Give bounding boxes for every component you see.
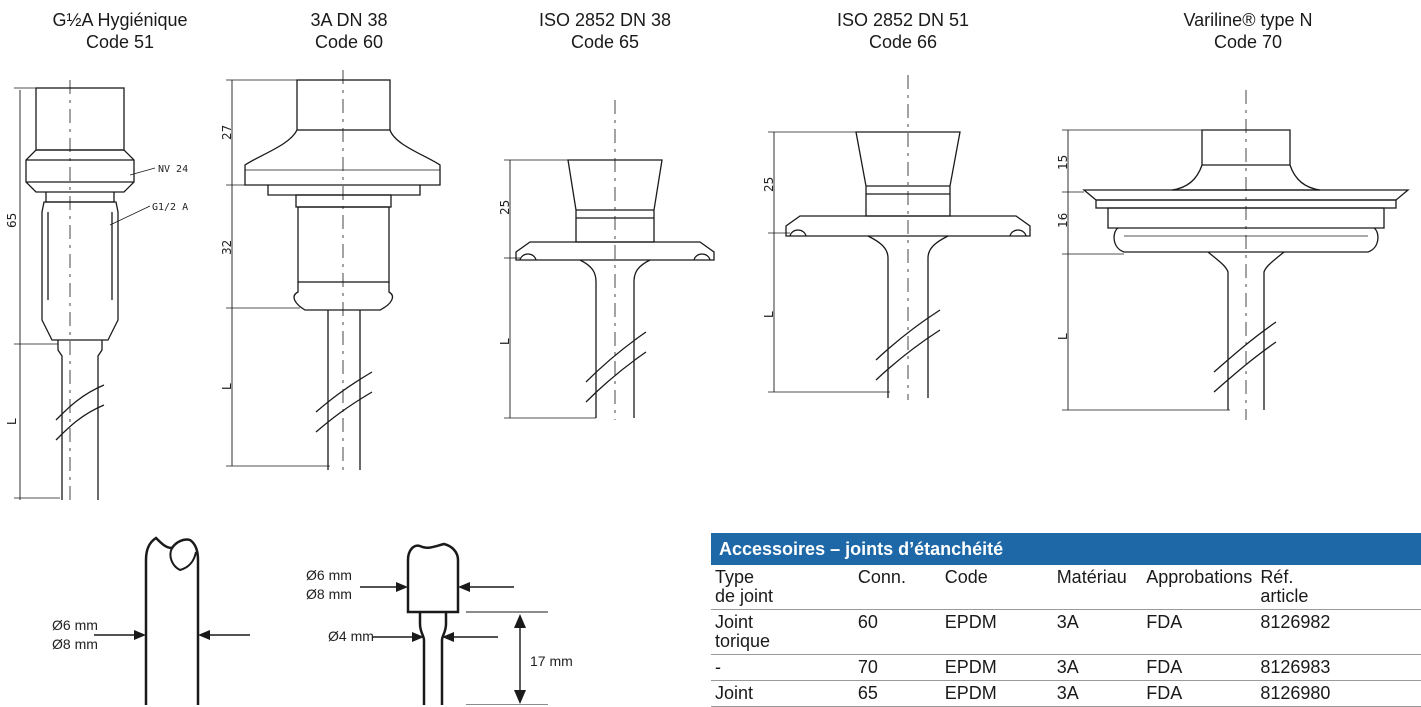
title-line2: Code 70	[1213, 32, 1283, 52]
col-header: Approbations	[1146, 567, 1253, 587]
cell-material: 3A	[1056, 657, 1079, 677]
label-g12a: G1/2 A	[152, 202, 188, 213]
table-row: Joint torique 60 EPDM 3A FDA 8126982	[711, 610, 1421, 655]
title-line1: G½A Hygiénique	[52, 10, 188, 30]
title-line1: Variline® type N	[1183, 10, 1313, 30]
dim-25: 25	[762, 177, 776, 192]
title-line2: Code 51	[85, 32, 155, 52]
title-line2: Code 65	[570, 32, 640, 52]
title-code-66: ISO 2852 DN 51 Code 66	[818, 9, 988, 53]
drawing-code-70	[1062, 90, 1410, 420]
title-code-70: Variline® type N Code 70	[1158, 9, 1338, 53]
tip1-arrows	[94, 630, 250, 640]
cell-code: EPDM	[944, 657, 997, 677]
dim-32: 32	[220, 240, 234, 255]
title-line1: 3A DN 38	[310, 10, 388, 30]
cell-approvals: FDA	[1146, 683, 1183, 703]
cell-type: Joint torique	[715, 612, 771, 651]
cell-ref: 8126983	[1260, 657, 1331, 677]
table-header-row: Type de joint Conn. Code Matériau Approb…	[711, 565, 1421, 610]
tip2-length: 17 mm	[530, 653, 573, 669]
drawing-code-65	[504, 100, 715, 420]
cell-conn: 70	[857, 657, 878, 677]
cell-material: 3A	[1056, 683, 1079, 703]
cell-type: -	[715, 657, 721, 677]
col-header: Réf. article	[1260, 567, 1309, 606]
cell-code: EPDM	[944, 612, 997, 632]
sensor-tip-straight	[144, 536, 200, 705]
cell-approvals: FDA	[1146, 612, 1183, 632]
title-line1: ISO 2852 DN 38	[538, 10, 672, 30]
title-line2: Code 60	[314, 32, 384, 52]
drawing-code-51	[14, 80, 156, 500]
label-nv24: NV 24	[158, 164, 188, 175]
cell-ref: 8126982	[1260, 612, 1331, 632]
dim-65: 65	[5, 213, 19, 228]
table-row: Joint 65 EPDM 3A FDA 8126980	[711, 681, 1421, 707]
title-code-65: ISO 2852 DN 38 Code 65	[520, 9, 690, 53]
dim-L: L	[220, 383, 234, 390]
col-header: Code	[944, 567, 988, 587]
col-header: Matériau	[1056, 567, 1127, 587]
dim-27: 27	[220, 125, 234, 140]
tip2-arrows	[360, 582, 548, 705]
title-code-60: 3A DN 38 Code 60	[286, 9, 412, 53]
col-header: Conn.	[857, 567, 906, 587]
accessories-table: Accessoires – joints d’étanchéité Type d…	[711, 533, 1421, 707]
cell-type: Joint	[715, 683, 754, 703]
dim-L: L	[762, 311, 776, 318]
tip1-diameter-8: Ø8 mm	[52, 636, 98, 652]
cell-code: EPDM	[944, 683, 997, 703]
tip2-diameter-4: Ø4 mm	[328, 628, 374, 644]
title-line2: Code 66	[868, 32, 938, 52]
tip2-diameter-8: Ø8 mm	[306, 586, 352, 602]
cell-conn: 60	[857, 612, 878, 632]
dim-15: 15	[1056, 155, 1070, 170]
title-line1: ISO 2852 DN 51	[836, 10, 970, 30]
dim-L: L	[1056, 333, 1070, 340]
title-code-51: G½A Hygiénique Code 51	[38, 9, 202, 53]
dim-L: L	[5, 418, 19, 425]
col-header: Type de joint	[715, 567, 774, 606]
drawing-code-66	[768, 75, 1031, 400]
accessories-title: Accessoires – joints d’étanchéité	[711, 533, 1421, 565]
table-row: - 70 EPDM 3A FDA 8126983	[711, 655, 1421, 681]
sensor-tip-reduced	[406, 542, 460, 705]
dim-16: 16	[1056, 213, 1070, 228]
accessories-grid: Type de joint Conn. Code Matériau Approb…	[711, 565, 1421, 707]
cell-ref: 8126980	[1260, 683, 1331, 703]
cell-material: 3A	[1056, 612, 1079, 632]
cell-approvals: FDA	[1146, 657, 1183, 677]
drawing-code-60	[226, 70, 441, 470]
dim-25: 25	[498, 200, 512, 215]
dim-L: L	[498, 338, 512, 345]
cell-conn: 65	[857, 683, 878, 703]
tip2-diameter-6: Ø6 mm	[306, 567, 352, 583]
tip1-diameter-6: Ø6 mm	[52, 617, 98, 633]
